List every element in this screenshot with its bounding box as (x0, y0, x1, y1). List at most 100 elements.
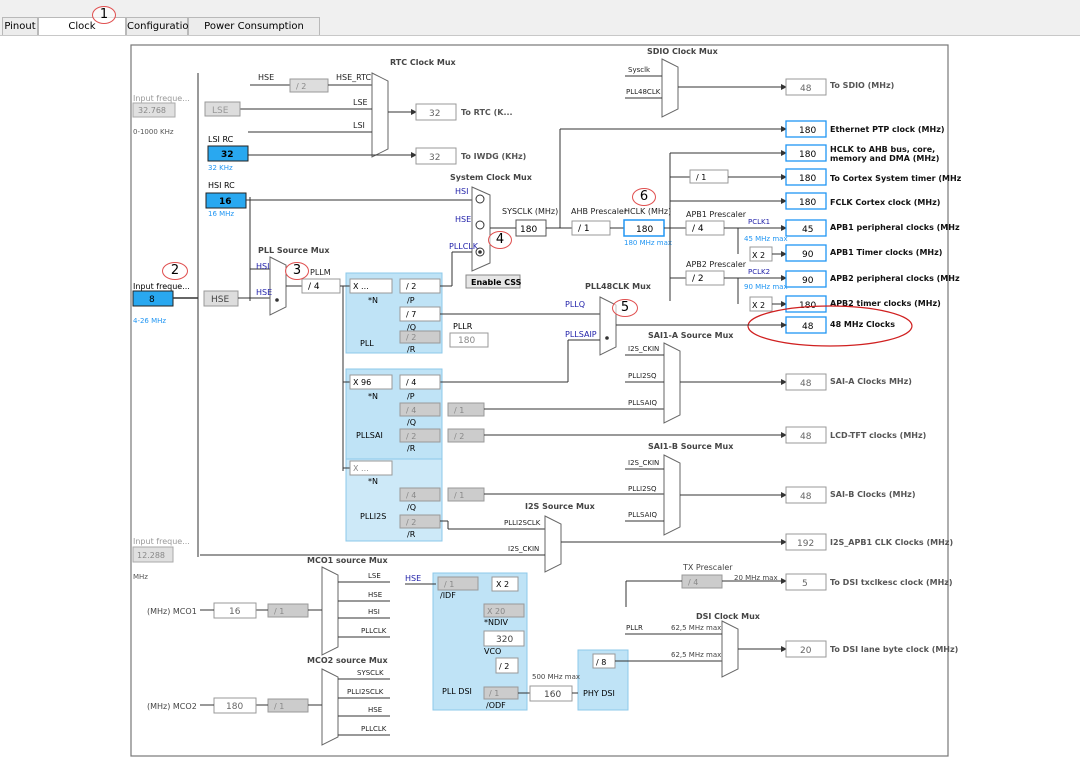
svg-text:4-26 MHz: 4-26 MHz (133, 317, 166, 325)
tab-power-consumption[interactable]: Power Consumption Calculator (188, 17, 320, 50)
tab-configuration[interactable]: Configuration (126, 17, 195, 35)
svg-text:PCLK2: PCLK2 (748, 268, 770, 276)
svg-text:32 KHz: 32 KHz (208, 164, 233, 172)
svg-text:48: 48 (800, 379, 812, 389)
svg-text:*N: *N (368, 296, 378, 305)
svg-text:32: 32 (429, 153, 440, 163)
svg-text:SAI-A Clocks MHz): SAI-A Clocks MHz) (830, 377, 912, 386)
diagram-frame (130, 44, 949, 757)
svg-text:APB2 Prescaler: APB2 Prescaler (686, 260, 747, 269)
svg-text:45 MHz max: 45 MHz max (744, 235, 788, 243)
svg-text:/ 1: / 1 (274, 702, 284, 711)
svg-text:160: 160 (544, 690, 561, 700)
sdio-mux (661, 58, 679, 118)
pll48clk-mux (599, 296, 617, 356)
svg-text:I2S_APB1 CLK Clocks (MHz): I2S_APB1 CLK Clocks (MHz) (830, 538, 953, 547)
svg-text:SYSCLK: SYSCLK (357, 669, 384, 677)
svg-text:180: 180 (799, 301, 816, 311)
annotation-1: 1 (92, 6, 116, 24)
svg-text:To DSI lane byte clock (MHz): To DSI lane byte clock (MHz) (830, 645, 958, 654)
svg-text:/ 2: / 2 (406, 432, 416, 441)
svg-text:62,5 MHz max: 62,5 MHz max (671, 651, 721, 659)
output-values: 180 180 180 180 45 90 90 180 48 (785, 120, 827, 334)
svg-text:PLLI2SQ: PLLI2SQ (628, 485, 657, 493)
rtc-mux (371, 72, 389, 158)
svg-text:LSI: LSI (353, 121, 365, 130)
svg-text:X 2: X 2 (752, 301, 765, 310)
svg-text:/ 4: / 4 (692, 224, 704, 234)
svg-text:PLLCLK: PLLCLK (449, 242, 479, 251)
svg-text:X 2: X 2 (496, 580, 509, 589)
svg-text:500 MHz max: 500 MHz max (532, 673, 580, 681)
svg-text:System Clock Mux: System Clock Mux (450, 173, 533, 182)
svg-text:HSE: HSE (368, 706, 382, 714)
svg-text:I2S_CKIN: I2S_CKIN (628, 345, 659, 353)
svg-text:/Q: /Q (407, 418, 416, 427)
svg-text:12.288: 12.288 (137, 551, 165, 560)
svg-text:/Q: /Q (407, 323, 416, 332)
svg-text:HSE: HSE (405, 574, 421, 583)
svg-text:X ...: X ... (353, 282, 369, 291)
svg-text:/ 4: / 4 (308, 282, 320, 292)
svg-text:APB2 timer clocks (MHz): APB2 timer clocks (MHz) (830, 299, 941, 308)
svg-text:90 MHz max: 90 MHz max (744, 283, 788, 291)
svg-text:HSI RC: HSI RC (208, 181, 235, 190)
svg-text:/ 7: / 7 (406, 310, 416, 319)
svg-text:PLLSAIQ: PLLSAIQ (628, 511, 657, 519)
tab-pinout[interactable]: Pinout (2, 17, 38, 35)
svg-text:*N: *N (368, 477, 378, 486)
svg-text:To DSI txclkesc clock (MHz): To DSI txclkesc clock (MHz) (830, 578, 953, 587)
svg-text:180: 180 (458, 336, 475, 346)
svg-text:LSE: LSE (368, 572, 381, 580)
svg-text:PHY DSI: PHY DSI (583, 689, 615, 698)
svg-text:*N: *N (368, 392, 378, 401)
svg-text:/ 4: / 4 (406, 378, 416, 387)
svg-text:32.768: 32.768 (138, 106, 166, 115)
annotation-4: 4 (488, 231, 512, 249)
svg-text:/ 1: / 1 (454, 491, 464, 500)
svg-text:HSI: HSI (368, 608, 380, 616)
svg-text:16 MHz: 16 MHz (208, 210, 234, 218)
svg-text:16: 16 (219, 197, 232, 207)
svg-text:/R: /R (407, 345, 416, 354)
svg-text:20: 20 (800, 646, 812, 656)
svg-text:180 MHz max: 180 MHz max (624, 239, 672, 247)
svg-text:0-1000 KHz: 0-1000 KHz (133, 128, 174, 136)
svg-text:/ 4: / 4 (688, 578, 698, 587)
svg-text:X 2: X 2 (752, 251, 765, 260)
svg-text:/ODF: /ODF (486, 701, 506, 710)
svg-text:/ 2: / 2 (499, 662, 509, 671)
svg-text:/ 1: / 1 (444, 580, 454, 589)
svg-text:SAI1-A Source Mux: SAI1-A Source Mux (648, 331, 734, 340)
enable-css-button[interactable] (465, 274, 521, 289)
svg-text:180: 180 (636, 225, 653, 235)
clock-tree-diagram: RTC Clock Mux HSE / 2 HSE_RTC LSE LSI 32… (130, 44, 962, 757)
svg-text:VCO: VCO (484, 647, 501, 656)
svg-text:62,5 MHz max: 62,5 MHz max (671, 624, 721, 632)
svg-text:5: 5 (802, 579, 808, 589)
svg-text:LSE: LSE (212, 106, 229, 116)
svg-text:X 96: X 96 (353, 378, 371, 387)
svg-text:SAI-B Clocks (MHz): SAI-B Clocks (MHz) (830, 490, 915, 499)
svg-text:HSE: HSE (256, 288, 272, 297)
svg-text:Ethernet PTP clock (MHz): Ethernet PTP clock (MHz) (830, 125, 945, 134)
svg-text:Enable CSS: Enable CSS (471, 278, 522, 287)
svg-text:/R: /R (407, 444, 416, 453)
annotation-6: 6 (632, 188, 656, 206)
svg-text:MCO2 source Mux: MCO2 source Mux (307, 656, 388, 665)
svg-text:PLLI2S: PLLI2S (360, 512, 386, 521)
svg-text:X ...: X ... (353, 464, 369, 473)
svg-text:48: 48 (800, 492, 812, 502)
svg-text:HCLK to AHB bus, core,: HCLK to AHB bus, core, (830, 145, 935, 154)
svg-text:PLLCLK: PLLCLK (361, 725, 387, 733)
svg-text:Input freque...: Input freque... (133, 94, 190, 103)
svg-text:APB2 peripheral clocks (MHz: APB2 peripheral clocks (MHz (830, 274, 960, 283)
svg-text:FCLK Cortex clock (MHz): FCLK Cortex clock (MHz) (830, 198, 940, 207)
svg-text:/ 2: / 2 (692, 274, 704, 284)
svg-text:/Q: /Q (407, 503, 416, 512)
svg-text:/ 1: / 1 (489, 689, 499, 698)
svg-text:45: 45 (802, 225, 813, 235)
tab-bar: Pinout Clock Configuration Configuration… (0, 0, 1080, 50)
svg-text:32: 32 (429, 109, 440, 119)
svg-text:memory and DMA (MHz): memory and DMA (MHz) (830, 154, 939, 163)
